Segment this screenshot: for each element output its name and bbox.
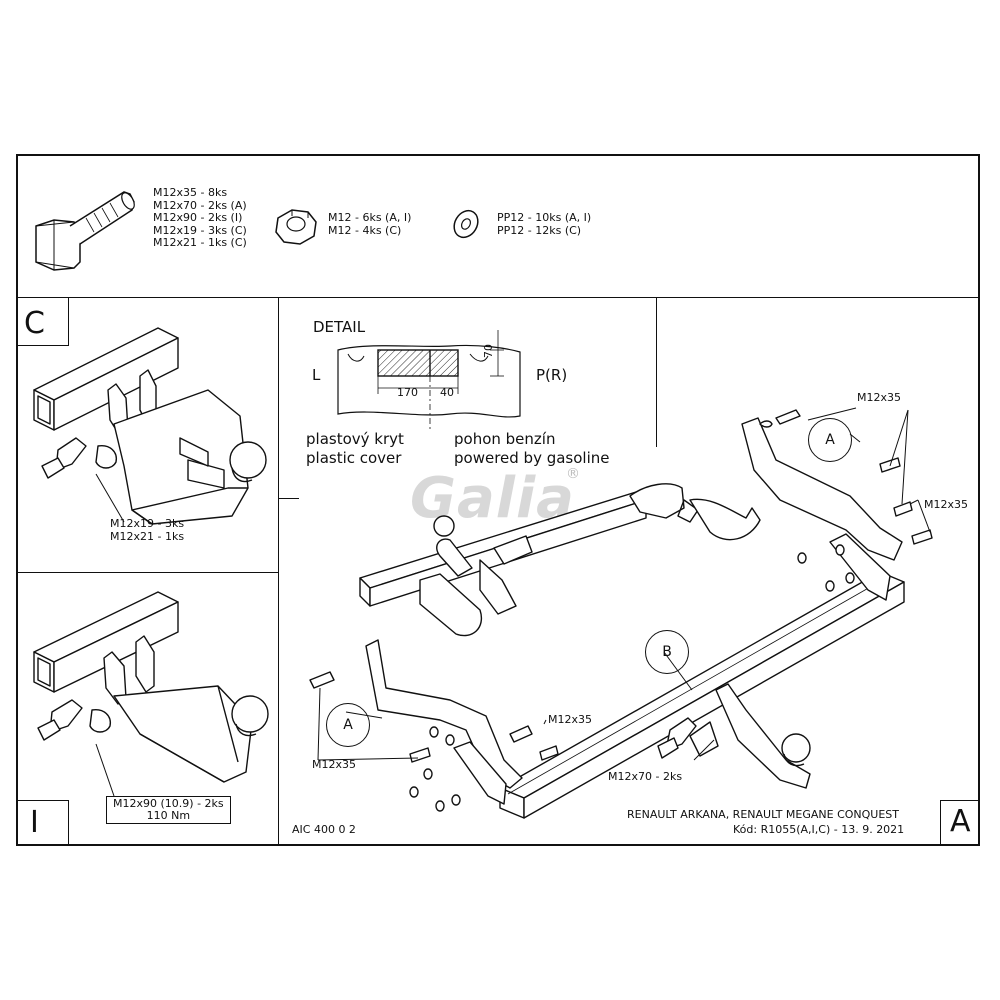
main-assembly-illustration [309, 407, 933, 819]
left-column-divider [278, 297, 279, 846]
panel-c-note-line: M12x19 - 3ks [110, 517, 185, 530]
bolt-line: M12x90 - 2ks (I) [153, 211, 243, 224]
panel-a-letter: A [950, 804, 971, 839]
panel-i-letter-box-right [68, 800, 69, 846]
bolt-line: M12x21 - 1ks (C) [153, 236, 247, 249]
bolt-line: M12x19 - 3ks (C) [153, 223, 247, 237]
drawing-code: AIC 400 0 2 [292, 823, 356, 836]
bolt-callout-ball: M12x70 - 2ks [608, 770, 683, 783]
bolt-icon [35, 191, 135, 271]
detail-right-marker: P(R) [536, 366, 568, 384]
panel-a-letter-box-top [940, 800, 980, 801]
nut-icon [275, 209, 317, 245]
panel-a-letter-box-left [940, 800, 941, 846]
nut-line: M12 - 6ks (A, I) [328, 211, 412, 224]
bolt-line: M12x70 - 2ks (A) [153, 198, 247, 212]
panel-c-leader-line [95, 473, 125, 523]
detail-bottom-divider [279, 498, 299, 499]
detail-right-divider [656, 297, 657, 447]
bolt-callout-right: M12x35 [924, 498, 968, 511]
bolt-line: M12x35 - 8ks [153, 186, 228, 199]
panel-i-note-line: 110 Nm [146, 809, 191, 822]
nut-list: M12 - 6ks (A, I) M12 - 4ks (C) [328, 211, 412, 237]
brand-watermark-registered: ® [566, 466, 580, 482]
washer-icon [453, 209, 479, 239]
detail-dimension-70: 70 [482, 344, 495, 358]
kit-code-date: Kód: R1055(A,I,C) - 13. 9. 2021 [733, 823, 905, 836]
parts-row-divider [16, 297, 980, 298]
panel-i-note: M12x90 (10.9) - 2ks 110 Nm [106, 796, 231, 824]
panel-c-letter-box-right [68, 297, 69, 345]
tow-bar-variant-i-illustration [33, 591, 269, 783]
vehicle-models: RENAULT ARKANA, RENAULT MEGANE CONQUEST [627, 808, 900, 821]
detail-cutout-illustration [337, 330, 521, 430]
detail-cover-en: plastic cover [306, 449, 402, 467]
detail-left-marker: L [312, 366, 321, 384]
part-callout-a-lower: A [326, 703, 370, 747]
nut-line: M12 - 4ks (C) [328, 223, 402, 237]
bolt-callout-left: M12x35 [312, 758, 356, 771]
washer-line: PP12 - 12ks (C) [497, 223, 582, 237]
panel-c-letter: C [24, 306, 45, 341]
sheet-frame [16, 154, 980, 846]
panel-c-note-line: M12x21 - 1ks [110, 529, 185, 543]
washer-list: PP12 - 10ks (A, I) PP12 - 12ks (C) [497, 211, 592, 237]
bolt-callout-top-right: M12x35 [857, 391, 901, 404]
panel-i-letter-box-top [16, 800, 69, 801]
detail-fuel-cz: pohon benzín [454, 430, 556, 448]
panel-i-note-line: M12x90 (10.9) - 2ks [113, 797, 224, 810]
washer-line: PP12 - 10ks (A, I) [497, 211, 592, 224]
part-callout-b: B [645, 630, 689, 674]
panel-c-note: M12x19 - 3ks M12x21 - 1ks [110, 517, 185, 543]
panel-i-letter: I [30, 805, 39, 840]
left-panel-divider [16, 572, 279, 573]
detail-dimension-40: 40 [440, 386, 454, 399]
detail-dimension-170: 170 [397, 386, 418, 399]
detail-title: DETAIL [313, 318, 366, 336]
tow-bar-variant-c-illustration [33, 327, 267, 525]
part-callout-a-upper: A [808, 418, 852, 462]
bolt-callout-middle: M12x35 [548, 713, 592, 726]
panel-c-letter-box-bottom [16, 345, 69, 346]
detail-cover-cz: plastový kryt [306, 430, 404, 448]
detail-fuel-en: powered by gasoline [454, 449, 610, 467]
bolt-list: M12x35 - 8ks M12x70 - 2ks (A) M12x90 - 2… [153, 186, 247, 250]
panel-i-leader-line [95, 743, 115, 797]
